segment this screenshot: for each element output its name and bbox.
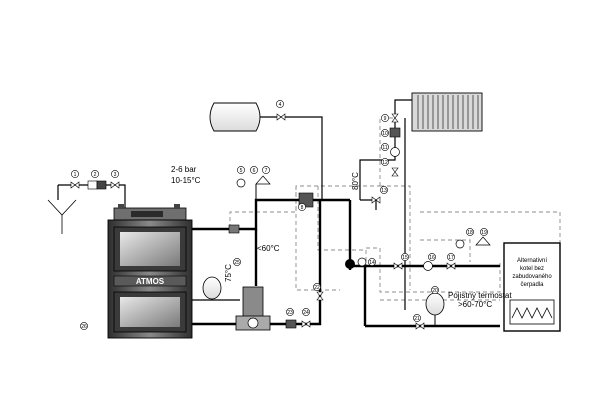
svg-text:26: 26 bbox=[81, 324, 87, 330]
badge-24: 24 bbox=[302, 308, 310, 316]
badge-11: 11 bbox=[381, 143, 389, 151]
svg-text:2: 2 bbox=[94, 172, 97, 178]
radiator bbox=[411, 92, 483, 132]
lt60-label: <60°C bbox=[257, 244, 280, 253]
badge-12: 12 bbox=[381, 158, 389, 166]
svg-text:10: 10 bbox=[382, 131, 388, 137]
svg-text:18: 18 bbox=[467, 230, 473, 236]
badge-15: 15 bbox=[401, 253, 409, 261]
small-components bbox=[47, 113, 491, 330]
badge-3: 3 bbox=[111, 170, 119, 178]
t80-label: 80°C bbox=[351, 172, 360, 190]
svg-text:11: 11 bbox=[382, 145, 387, 151]
alternative-boiler: Alternativní kotel bez zabudovaného čerp… bbox=[503, 242, 561, 332]
badge-6: 6 bbox=[250, 166, 258, 174]
boiler-brand: ATMOS bbox=[136, 277, 165, 286]
svg-text:23: 23 bbox=[287, 310, 293, 316]
svg-text:8: 8 bbox=[301, 205, 304, 211]
badge-19: 19 bbox=[480, 228, 488, 236]
svg-text:12: 12 bbox=[382, 160, 388, 166]
badge-4: 4 bbox=[276, 100, 284, 108]
svg-text:3: 3 bbox=[114, 172, 117, 178]
badge-17: 17 bbox=[447, 253, 455, 261]
svg-text:22: 22 bbox=[314, 285, 320, 291]
svg-text:14: 14 bbox=[369, 260, 375, 266]
badge-13: 13 bbox=[380, 186, 388, 194]
svg-text:19: 19 bbox=[481, 230, 487, 236]
expansion-vessels bbox=[202, 276, 445, 326]
svg-text:24: 24 bbox=[303, 310, 309, 316]
mixing-unit bbox=[235, 286, 271, 331]
svg-text:1: 1 bbox=[74, 172, 77, 178]
svg-text:13: 13 bbox=[381, 188, 387, 194]
badge-26: 26 bbox=[80, 322, 88, 330]
badge-5: 5 bbox=[237, 166, 245, 174]
alt-boiler-text-4: čerpadla bbox=[520, 282, 544, 288]
badge-16: 16 bbox=[428, 253, 436, 261]
alt-boiler-text-2: kotel bez bbox=[520, 266, 544, 272]
svg-text:6: 6 bbox=[253, 168, 256, 174]
badge-21: 21 bbox=[413, 314, 421, 322]
svg-text:5: 5 bbox=[240, 168, 243, 174]
badge-22: 22 bbox=[313, 283, 321, 291]
component-badges: 1 2 3 4 5 6 7 8 9 10 11 12 13 14 15 16 1… bbox=[71, 100, 488, 330]
badge-20: 20 bbox=[431, 286, 439, 294]
svg-text:25: 25 bbox=[234, 260, 240, 266]
temperature-range-label: 10-15°C bbox=[171, 176, 201, 185]
svg-text:20: 20 bbox=[432, 288, 438, 294]
svg-text:21: 21 bbox=[414, 316, 420, 322]
badge-25: 25 bbox=[233, 258, 241, 266]
atmos-boiler: ATMOS bbox=[107, 204, 193, 339]
alt-boiler-text-3: zabudovaného bbox=[512, 274, 552, 280]
svg-text:9: 9 bbox=[384, 116, 387, 122]
badge-7: 7 bbox=[262, 166, 270, 174]
svg-text:16: 16 bbox=[429, 255, 435, 261]
labels: 2-6 bar 10-15°C <60°C 75°C 80°C Pojistný… bbox=[171, 165, 512, 309]
svg-text:4: 4 bbox=[279, 102, 282, 108]
badge-14: 14 bbox=[368, 258, 376, 266]
badge-8: 8 bbox=[298, 203, 306, 211]
pressure-label: 2-6 bar bbox=[171, 165, 197, 174]
svg-text:15: 15 bbox=[402, 255, 408, 261]
t75-label: 75°C bbox=[224, 264, 233, 282]
svg-text:17: 17 bbox=[448, 255, 454, 261]
badge-9: 9 bbox=[381, 114, 389, 122]
thermostat-label-1: Pojistný termostat bbox=[448, 291, 512, 300]
badge-1: 1 bbox=[71, 170, 79, 178]
badge-18: 18 bbox=[466, 228, 474, 236]
badge-10: 10 bbox=[381, 129, 389, 137]
alt-boiler-text-1: Alternativní bbox=[517, 258, 547, 264]
badge-2: 2 bbox=[91, 170, 99, 178]
svg-text:7: 7 bbox=[265, 168, 268, 174]
badge-23: 23 bbox=[286, 308, 294, 316]
thermostat-label-2: >60-70°C bbox=[458, 300, 492, 309]
storage-tank bbox=[209, 102, 261, 132]
